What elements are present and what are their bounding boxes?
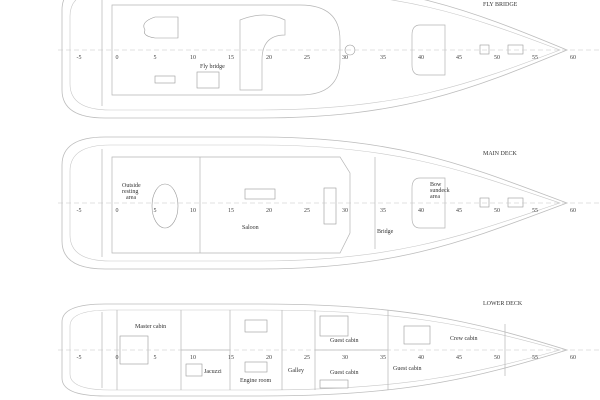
scale-tick-label: 10 xyxy=(190,55,196,61)
scale-tick-label: 30 xyxy=(342,208,348,214)
scale-tick-label: 45 xyxy=(456,355,462,361)
scale-tick-label: -5 xyxy=(77,55,82,61)
hull-outline xyxy=(61,0,569,119)
scale-tick-label: 50 xyxy=(494,55,500,61)
scale-tick-label: 30 xyxy=(342,55,348,61)
scale-tick-label: 25 xyxy=(304,55,310,61)
scale-tick-label: 5 xyxy=(154,208,157,214)
room-label: Master cabin xyxy=(135,324,166,330)
room-label: Guest cabin xyxy=(330,338,359,344)
engine xyxy=(244,319,268,333)
scale-tick-label: 0 xyxy=(116,55,119,61)
scale-tick-label: 25 xyxy=(304,355,310,361)
scale-tick-label: 60 xyxy=(570,55,576,61)
scale-tick-label: 20 xyxy=(266,55,272,61)
room-label: Fly bridge xyxy=(200,64,225,70)
scale-tick-label: 15 xyxy=(228,355,234,361)
room-label: Bridge xyxy=(377,229,394,235)
hatch xyxy=(479,44,490,55)
room-label: Guest cabin xyxy=(330,370,359,376)
deckhouse xyxy=(111,156,351,254)
scale-tick-label: -5 xyxy=(77,208,82,214)
scale-tick-label: 60 xyxy=(570,208,576,214)
scale-tick-label: 40 xyxy=(418,55,424,61)
scale-tick-label: 60 xyxy=(570,355,576,361)
scale-tick-label: 35 xyxy=(380,355,386,361)
main-deck: Outside resting area Saloon Bridge Bow s… xyxy=(58,136,600,270)
scale-tick-label: 15 xyxy=(228,55,234,61)
guest-bed xyxy=(319,315,349,337)
scale-tick-label: -5 xyxy=(77,355,82,361)
scale-tick-label: 20 xyxy=(266,208,272,214)
helm-seating xyxy=(239,14,286,91)
guest-bed xyxy=(319,379,349,389)
room-label: Guest cabin xyxy=(393,366,422,372)
room-label: area xyxy=(430,194,440,200)
scale-tick-label: 5 xyxy=(154,355,157,361)
engine xyxy=(244,361,268,373)
scale-tick-label: 50 xyxy=(494,355,500,361)
room-label: Crew cabin xyxy=(450,336,478,342)
scale-tick-label: 35 xyxy=(380,55,386,61)
guest-bed xyxy=(403,325,431,345)
room-label: resting xyxy=(122,189,138,195)
scale-tick-label: 55 xyxy=(532,355,538,361)
deck-title: LOWER DECK xyxy=(483,301,523,307)
room-label: Bow xyxy=(430,182,442,188)
scale-tick-label: 20 xyxy=(266,355,272,361)
scale-tick-label: 5 xyxy=(154,55,157,61)
scale-tick-label: 15 xyxy=(228,208,234,214)
lower-deck: Master cabin Jacuzzi Engine room Galley … xyxy=(58,303,600,397)
scale-tick-label: 45 xyxy=(456,208,462,214)
scale-tick-label: 0 xyxy=(116,355,119,361)
room-label: Jacuzzi xyxy=(204,369,222,375)
scale-tick-label: 45 xyxy=(456,55,462,61)
stairs xyxy=(196,71,220,89)
scale-tick-label: 40 xyxy=(418,355,424,361)
foredeck-hatch xyxy=(411,177,446,229)
deck-title: MAIN DECK xyxy=(483,151,517,157)
hatch xyxy=(479,197,490,208)
windlass xyxy=(507,197,524,208)
dining-table-outside xyxy=(151,183,179,229)
scale-tick-label: 55 xyxy=(532,208,538,214)
room-label: Engine room xyxy=(240,378,271,384)
room-label: Saloon xyxy=(242,225,259,231)
tender-boat xyxy=(143,16,179,39)
scale-tick-label: 25 xyxy=(304,208,310,214)
windlass xyxy=(507,44,524,55)
fly-bridge-area xyxy=(111,4,341,96)
scale-tick-label: 10 xyxy=(190,208,196,214)
room-label: sundeck xyxy=(430,188,450,194)
foredeck-hatch xyxy=(411,24,446,76)
room-label: area xyxy=(126,195,136,201)
scale-tick-label: 30 xyxy=(342,355,348,361)
sofa xyxy=(244,188,276,200)
scale-tick-label: 35 xyxy=(380,208,386,214)
fly-bridge-deck: Fly bridge -5 0 5 10 15 20 25 30 35 40 45 50 55 60 xyxy=(58,0,600,119)
scale-tick-label: 0 xyxy=(116,208,119,214)
room-label: Galley xyxy=(288,368,304,374)
sunbed xyxy=(154,75,176,84)
dining-table-saloon xyxy=(323,187,337,225)
scale-tick-label: 50 xyxy=(494,208,500,214)
scale-tick-label: 10 xyxy=(190,355,196,361)
scale-tick-label: 40 xyxy=(418,208,424,214)
room-label: Outside xyxy=(122,183,141,189)
deck-title: FLY BRIDGE xyxy=(483,2,518,8)
scale-tick-label: 55 xyxy=(532,55,538,61)
jacuzzi-tub xyxy=(185,363,203,377)
